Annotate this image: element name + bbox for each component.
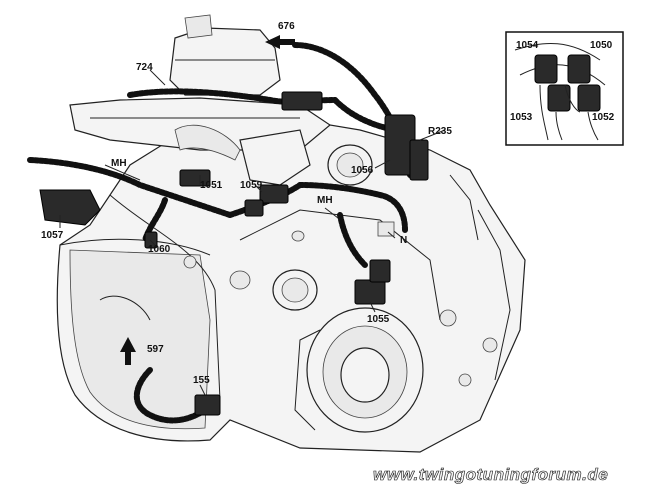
pointer-lines	[59, 69, 446, 396]
callout-N: N	[400, 235, 407, 246]
callout-1055: 1055	[367, 314, 390, 325]
callout-597: 597	[147, 344, 164, 355]
callout-155: 155	[193, 375, 210, 386]
callout-1051: 1051	[200, 180, 223, 191]
callout-MH-center: MH	[317, 195, 333, 206]
arrow-left-icon	[265, 35, 295, 49]
callout-1054: 1054	[516, 40, 539, 51]
output-flange	[294, 307, 424, 433]
callout-1057: 1057	[41, 230, 64, 241]
callout-1053: 1053	[510, 112, 533, 123]
callout-R235: R235	[428, 126, 452, 137]
arrow-up-icon	[120, 337, 136, 365]
callout-MH-left: MH	[111, 158, 127, 169]
callout-labels: 676 724 1054 1050 1053 1052 R235 MH 1051…	[41, 21, 615, 386]
callout-1056: 1056	[351, 165, 374, 176]
connectors	[39, 91, 429, 416]
callout-1059: 1059	[240, 180, 263, 191]
watermark: www.twingotuningforum.de	[373, 465, 608, 484]
callout-1050: 1050	[590, 40, 613, 51]
connector-detail-inset	[505, 31, 624, 146]
housing-ports	[183, 144, 498, 387]
callout-724: 724	[136, 62, 153, 73]
callout-676: 676	[278, 21, 295, 32]
top-engine-block	[69, 14, 332, 186]
callout-1060: 1060	[148, 244, 171, 255]
callout-1052: 1052	[592, 112, 615, 123]
arrows	[120, 35, 295, 365]
